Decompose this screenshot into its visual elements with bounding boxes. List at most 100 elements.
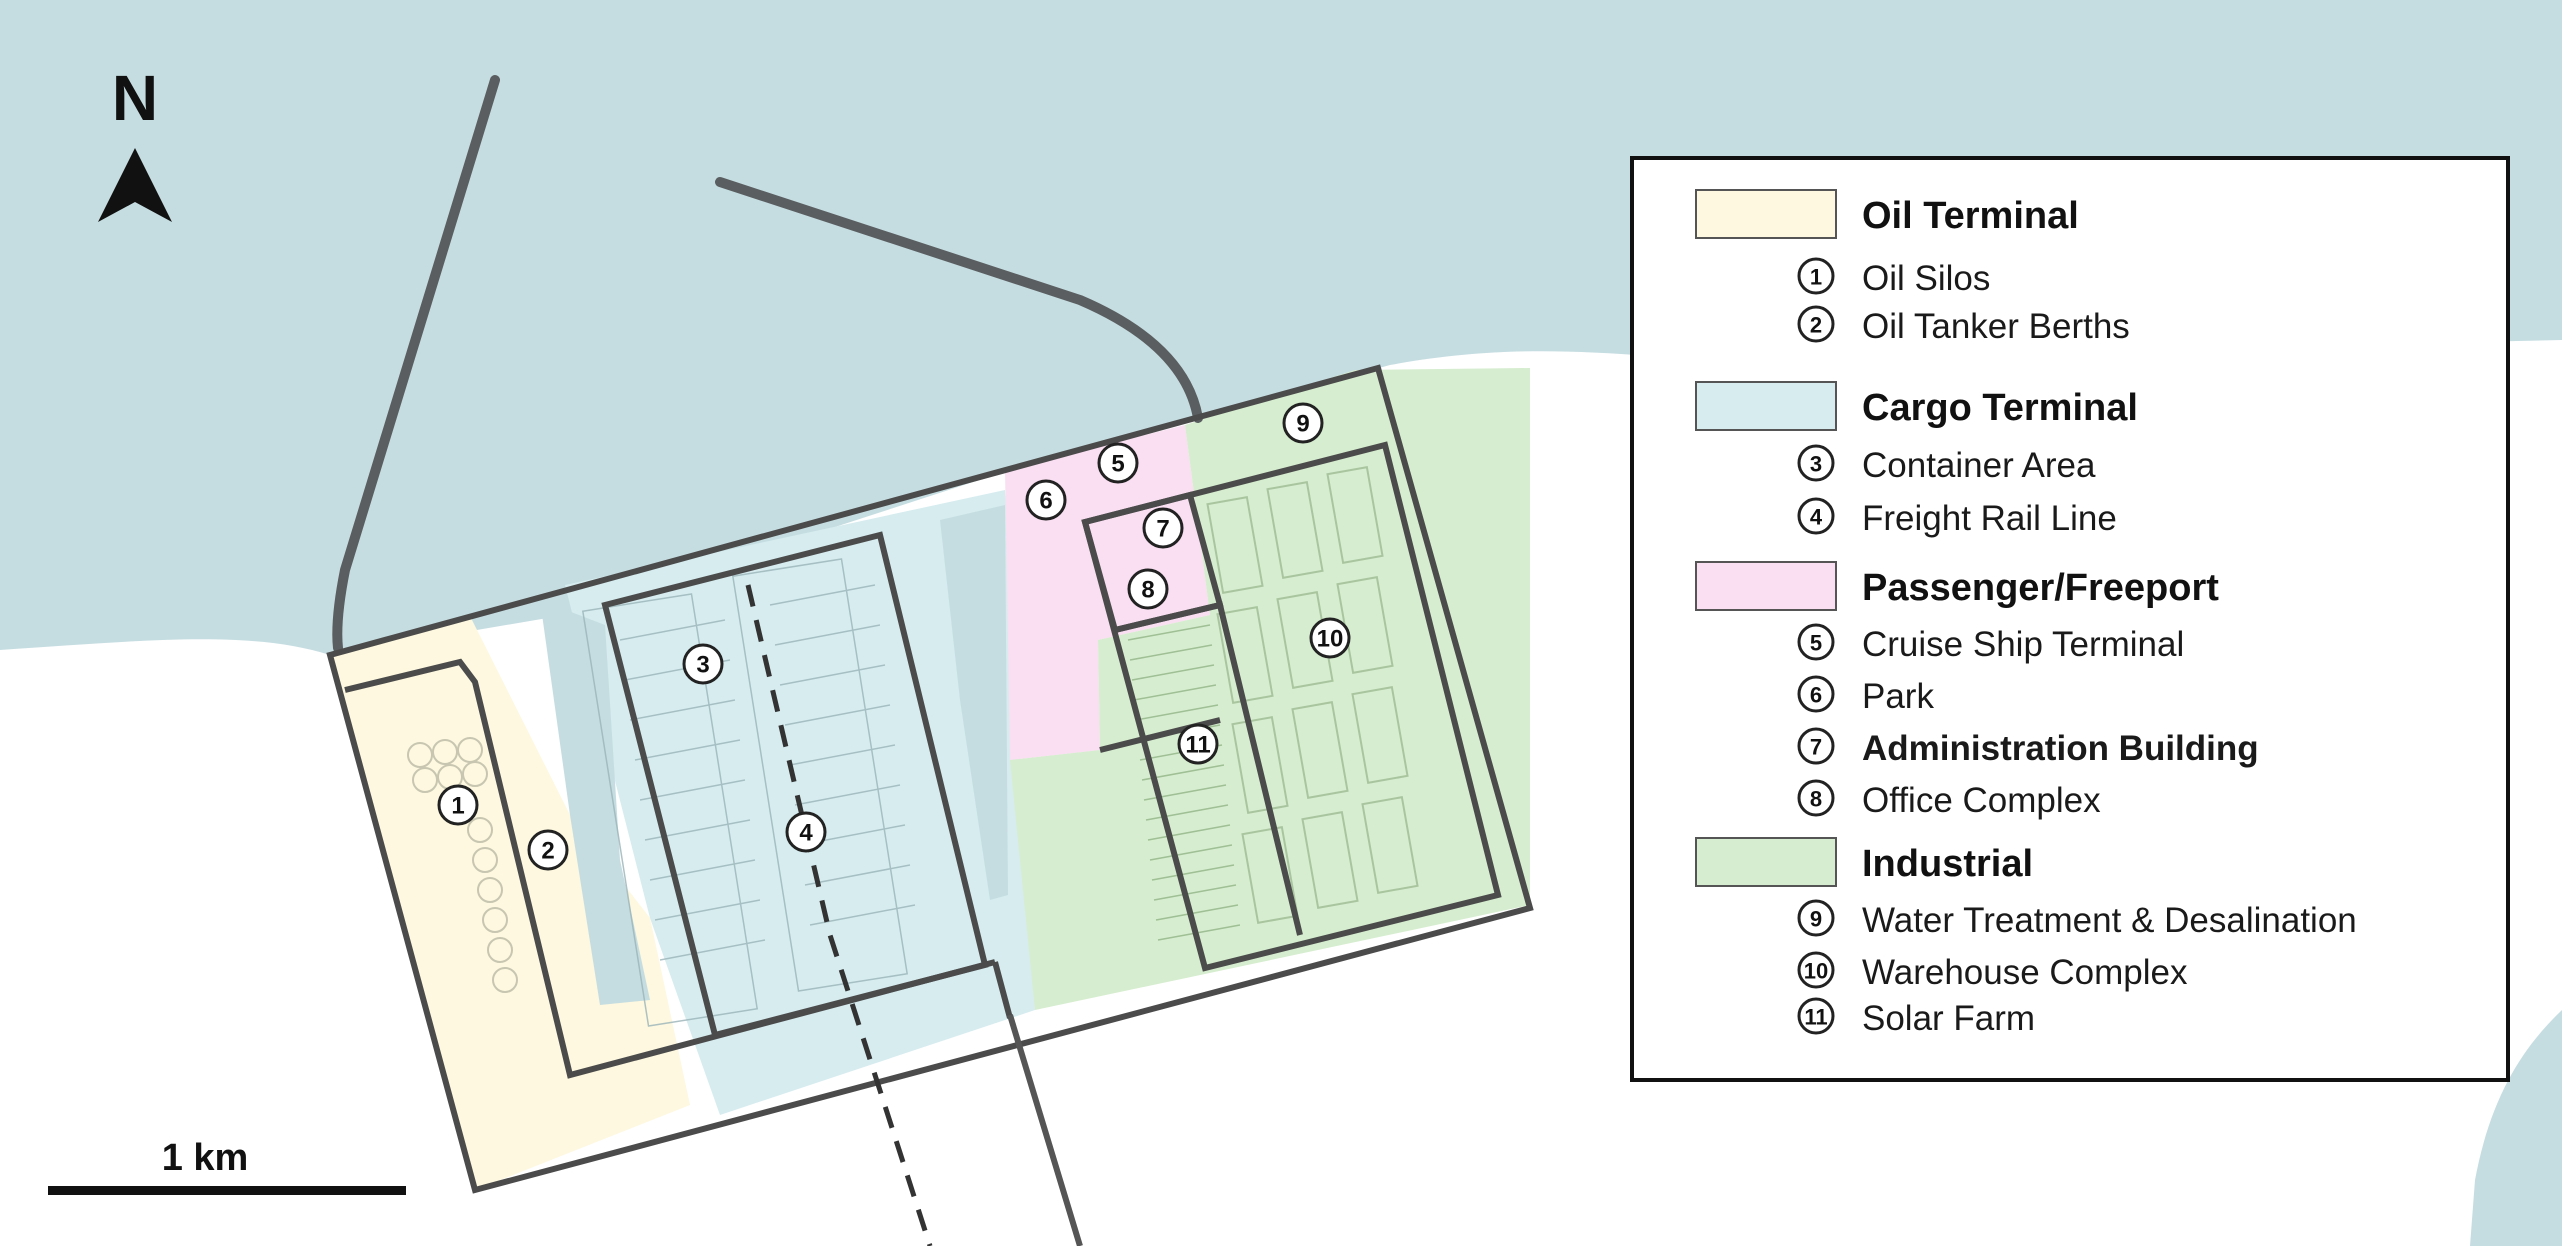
map-marker-9: 9: [1282, 402, 1324, 444]
legend-group-passenger-freeport: Passenger/Freeport 5 Cruise Ship Terminal 6…: [1695, 561, 2259, 820]
marker-circle: [1025, 479, 1067, 521]
legend-item-label: Oil Tanker Berths: [1862, 307, 2130, 346]
legend-marker-number: 11: [1804, 1005, 1827, 1030]
north-arrow-icon: [98, 148, 172, 222]
legend-item-label: Warehouse Complex: [1862, 953, 2188, 992]
legend-item-label: Container Area: [1862, 446, 2096, 485]
legend-item-label: Cruise Ship Terminal: [1862, 625, 2184, 664]
legend-heading: Oil Terminal: [1862, 195, 2079, 237]
legend-item-label: Freight Rail Line: [1862, 499, 2117, 538]
marker-number: 3: [696, 652, 709, 679]
marker-circle: [785, 811, 827, 853]
scale-bar: [48, 1186, 406, 1195]
map-marker-11: 11: [1177, 723, 1219, 765]
legend-marker-1: 1: [1797, 257, 1835, 295]
legend-marker-number: 10: [1804, 959, 1828, 984]
marker-circle: [682, 643, 724, 685]
marker-circle: [1177, 723, 1219, 765]
marker-number: 9: [1296, 411, 1309, 438]
legend-item-label: Water Treatment & Desalination: [1862, 901, 2357, 940]
map-marker-3: 3: [682, 643, 724, 685]
legend-marker-5: 5: [1797, 623, 1835, 661]
legend-item-label: Administration Building: [1862, 729, 2259, 768]
legend-marker-number: 9: [1810, 907, 1822, 932]
legend-marker-8: 8: [1797, 779, 1835, 817]
marker-number: 11: [1185, 732, 1210, 759]
legend-marker-number: 6: [1810, 683, 1822, 708]
legend-heading: Industrial: [1862, 843, 2033, 885]
scale-bar-label: 1 km: [162, 1137, 249, 1179]
legend-marker-circle: [1797, 623, 1835, 661]
map-marker-2: 2: [527, 829, 569, 871]
breakwater-east: [715, 177, 1203, 423]
legend-marker-circle: [1797, 444, 1835, 482]
marker-circle: [437, 784, 479, 826]
legend-marker-circle: [1797, 675, 1835, 713]
legend-marker-number: 3: [1810, 452, 1822, 477]
inlet: [2478, 1030, 2562, 1246]
freight-rail-line: [745, 584, 933, 1246]
zone-oil-terminal: [330, 616, 690, 1190]
marker-circle: [1282, 402, 1324, 444]
legend-marker-circle: [1797, 727, 1835, 765]
marker-number: 8: [1141, 577, 1154, 604]
legend-item-label: Office Complex: [1862, 781, 2101, 820]
map-marker-7: 7: [1142, 507, 1184, 549]
rail-spur: [1007, 1014, 1083, 1246]
marker-number: 2: [541, 838, 554, 865]
legend-box: [1630, 156, 2510, 1082]
zone-industrial: [1010, 368, 1530, 1010]
legend-swatch: [1695, 189, 1837, 239]
legend-marker-circle: [1797, 899, 1835, 937]
marker-number: 4: [799, 820, 813, 847]
map-marker-6: 6: [1025, 479, 1067, 521]
legend-marker-number: 2: [1810, 313, 1822, 338]
legend-swatch: [1695, 381, 1837, 431]
legend-item-label: Solar Farm: [1862, 999, 2035, 1038]
legend-marker-number: 4: [1810, 505, 1823, 530]
breakwater-west: [332, 75, 500, 653]
map-marker-8: 8: [1127, 568, 1169, 610]
marker-number: 1: [451, 793, 464, 820]
map-markers: 1 2 3 4 5 6 7 8 9 10 11: [437, 402, 1351, 871]
legend-marker-7: 7: [1797, 727, 1835, 765]
legend-marker-number: 1: [1810, 265, 1822, 290]
legend: Oil Terminal 1 Oil Silos 2 Oil Tanker Berths…: [1630, 156, 2510, 1082]
legend-swatch: [1695, 561, 1837, 611]
compass-label: N: [112, 62, 158, 134]
legend-marker-9: 9: [1797, 899, 1835, 937]
legend-marker-number: 7: [1810, 735, 1822, 760]
legend-group-industrial: Industrial 9 Water Treatment & Desalinatio…: [1695, 837, 2357, 1038]
marker-number: 5: [1111, 451, 1124, 478]
legend-item-label: Oil Silos: [1862, 259, 1990, 298]
legend-heading: Passenger/Freeport: [1862, 567, 2219, 609]
legend-marker-10: 10: [1797, 951, 1835, 989]
marker-circle: [1097, 442, 1139, 484]
marker-number: 10: [1317, 626, 1344, 653]
passenger-basin: [940, 505, 1008, 900]
marker-circle: [1127, 568, 1169, 610]
port-outlines: [326, 364, 1534, 1194]
legend-marker-circle: [1797, 497, 1835, 535]
oil-silos-area: [407, 737, 518, 993]
marker-circle: [1309, 617, 1351, 659]
legend-item-label: Park: [1862, 677, 1934, 716]
marker-circle: [527, 829, 569, 871]
legend-swatch: [1695, 837, 1837, 887]
legend-marker-number: 8: [1810, 787, 1822, 812]
legend-marker-4: 4: [1797, 497, 1835, 535]
legend-marker-6: 6: [1797, 675, 1835, 713]
marker-number: 6: [1039, 488, 1052, 515]
cargo-basin: [540, 600, 650, 1005]
legend-marker-circle: [1797, 997, 1835, 1035]
map-marker-4: 4: [785, 811, 827, 853]
legend-marker-circle: [1797, 779, 1835, 817]
legend-marker-2: 2: [1797, 305, 1835, 343]
legend-marker-circle: [1797, 951, 1835, 989]
container-yard: [581, 558, 916, 1027]
legend-group-oil-terminal: Oil Terminal 1 Oil Silos 2 Oil Tanker Berths: [1695, 189, 2130, 346]
map-marker-1: 1: [437, 784, 479, 826]
marker-circle: [1142, 507, 1184, 549]
